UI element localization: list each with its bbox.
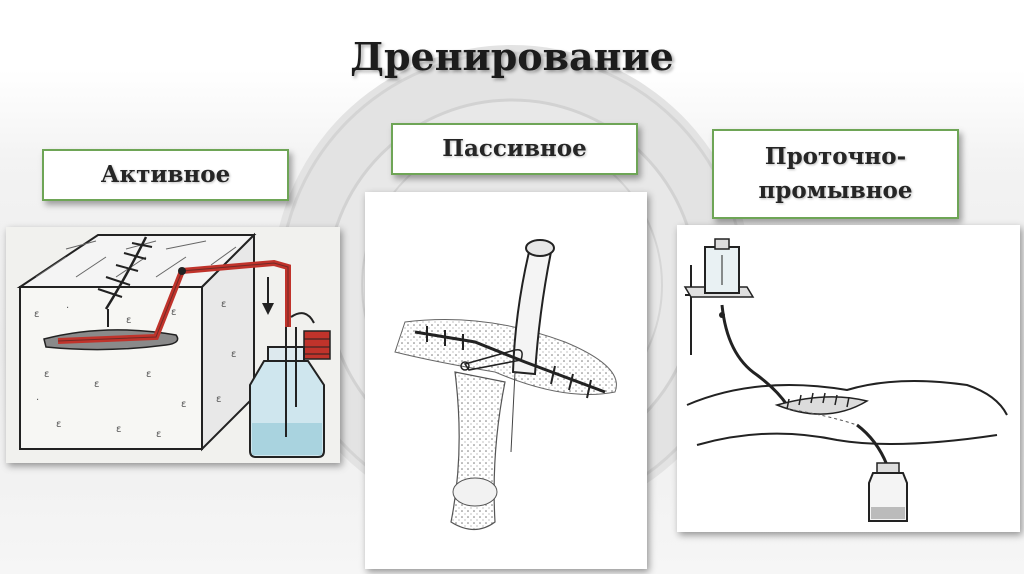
slide-title: Дренирование bbox=[350, 34, 674, 79]
passive-drainage-label: Пассивное bbox=[391, 123, 638, 175]
svg-text:ε: ε bbox=[94, 379, 99, 390]
active-drainage-label: Активное bbox=[42, 149, 289, 201]
svg-text:·: · bbox=[66, 303, 69, 314]
svg-text:ε: ε bbox=[116, 424, 121, 435]
svg-text:·: · bbox=[36, 395, 39, 406]
passive-drainage-text: Пассивное bbox=[442, 135, 587, 162]
passive-drainage-illustration bbox=[365, 192, 647, 569]
svg-text:ε: ε bbox=[216, 394, 221, 405]
svg-text:ε: ε bbox=[171, 307, 176, 318]
svg-text:ε: ε bbox=[231, 349, 236, 360]
svg-text:ε: ε bbox=[156, 429, 161, 440]
active-drainage-illustration: ε · ε ε ε ε ε ε ε ε ε · ε ε ε bbox=[6, 227, 340, 463]
svg-text:ε: ε bbox=[126, 315, 131, 326]
flow-wash-label-line2: промывное bbox=[758, 177, 913, 204]
active-drainage-text: Активное bbox=[100, 161, 231, 188]
svg-text:ε: ε bbox=[221, 299, 226, 310]
svg-text:ε: ε bbox=[34, 309, 39, 320]
flow-wash-label-line1: Проточно- bbox=[764, 143, 907, 170]
svg-text:ε: ε bbox=[181, 399, 186, 410]
flow-wash-drainage-label: Проточно- промывное bbox=[712, 129, 959, 219]
svg-text:ε: ε bbox=[44, 369, 49, 380]
flow-wash-drainage-illustration bbox=[677, 225, 1020, 532]
svg-text:ε: ε bbox=[146, 369, 151, 380]
svg-text:ε: ε bbox=[56, 419, 61, 430]
